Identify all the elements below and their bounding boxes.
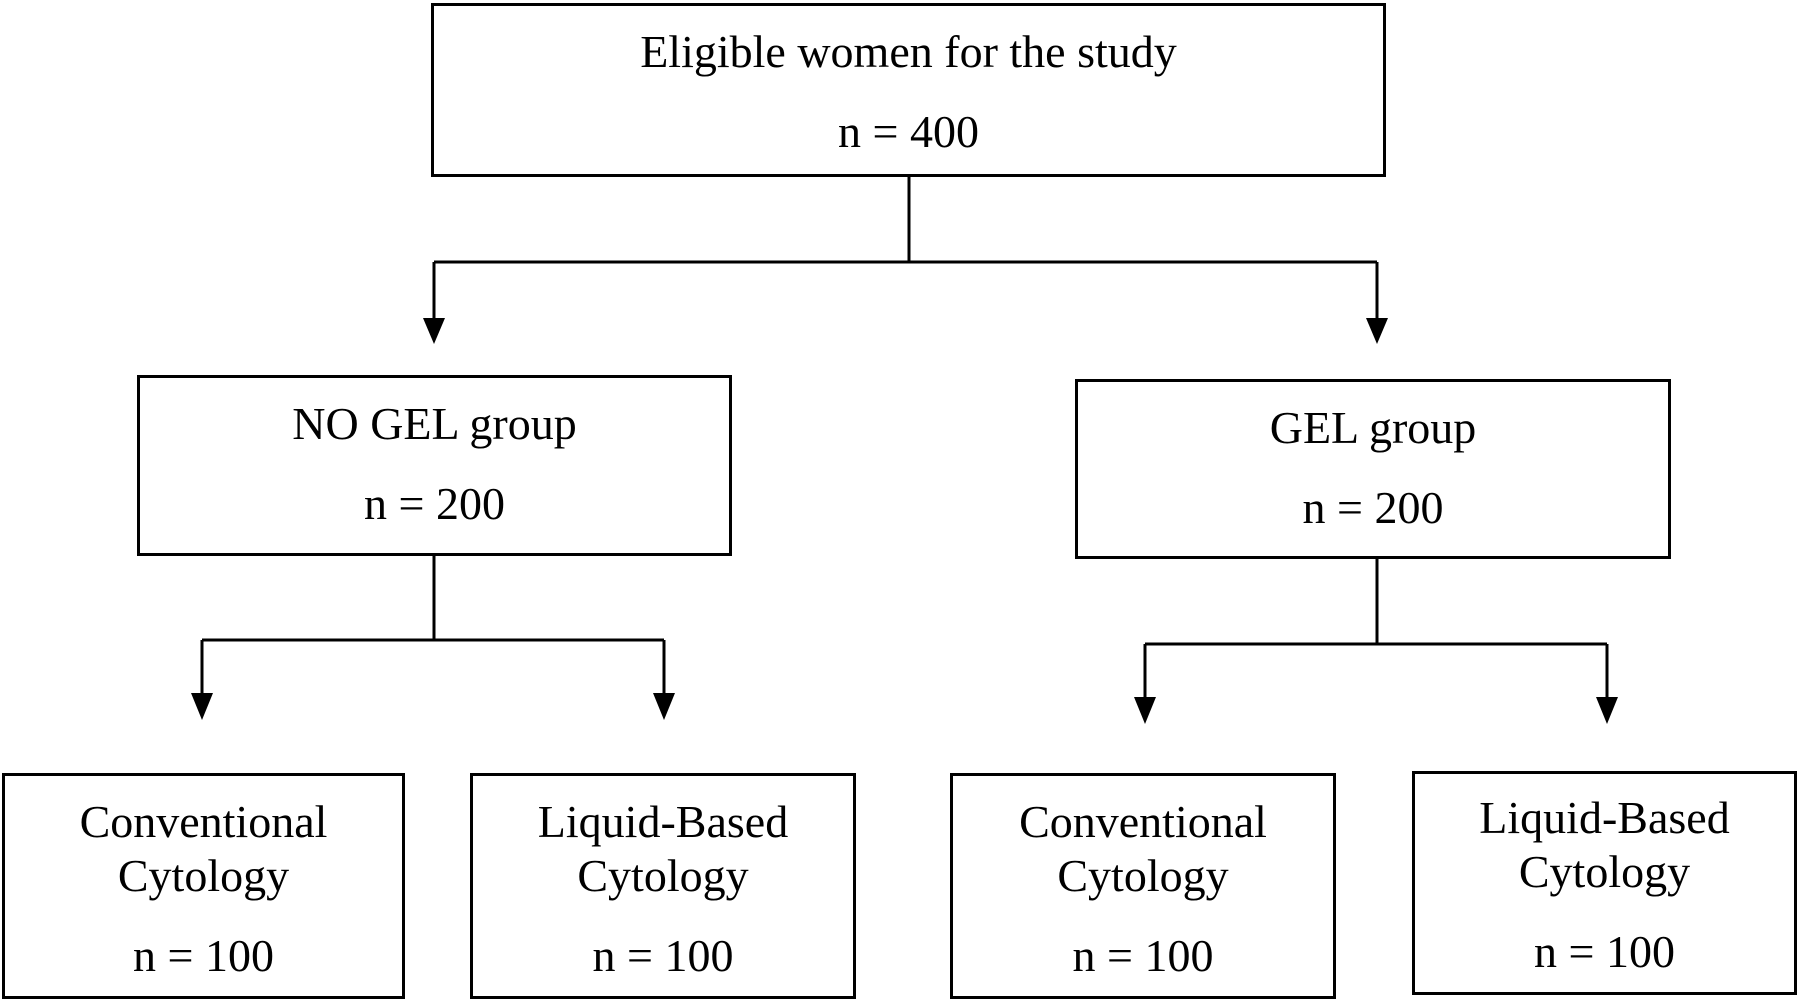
gel-group-title: GEL group [1269,402,1477,453]
gel-group-box: GEL group n = 200 [1075,379,1671,559]
arrowhead-gel [1366,318,1388,344]
leaf-4-line1: Liquid-Based [1479,792,1730,843]
root-count: n = 400 [838,106,979,157]
leaf-box-conventional-gel: Conventional Cytology n = 100 [950,773,1336,999]
arrowhead-leaf-1 [191,693,213,720]
root-title: Eligible women for the study [640,26,1177,77]
no-gel-group-count: n = 200 [364,478,505,529]
arrowhead-leaf-3 [1134,697,1156,724]
leaf-2-line1: Liquid-Based [537,796,789,847]
gel-group-count: n = 200 [1302,482,1444,533]
leaf-2-line2: Cytology [577,850,749,901]
leaf-3-line2: Cytology [1057,850,1229,901]
leaf-4-line2: Cytology [1518,846,1691,897]
arrowhead-leaf-4 [1596,697,1618,724]
leaf-2-count: n = 100 [592,930,734,981]
no-gel-group-box: NO GEL group n = 200 [137,375,732,556]
arrowhead-no-gel [423,318,445,344]
leaf-box-liquid-no-gel: Liquid-Based Cytology n = 100 [470,773,856,999]
leaf-1-line1: Conventional [79,796,328,847]
leaf-box-conventional-no-gel: Conventional Cytology n = 100 [2,773,405,999]
leaf-1-line2: Cytology [117,850,290,901]
leaf-1-count: n = 100 [133,930,274,981]
root-box: Eligible women for the study n = 400 [431,3,1386,177]
no-gel-group-title: NO GEL group [292,398,577,449]
arrowhead-leaf-2 [653,693,675,720]
leaf-3-count: n = 100 [1072,930,1214,981]
leaf-3-line1: Conventional [1019,796,1267,847]
leaf-box-liquid-gel: Liquid-Based Cytology n = 100 [1412,771,1797,995]
leaf-4-count: n = 100 [1534,926,1675,977]
